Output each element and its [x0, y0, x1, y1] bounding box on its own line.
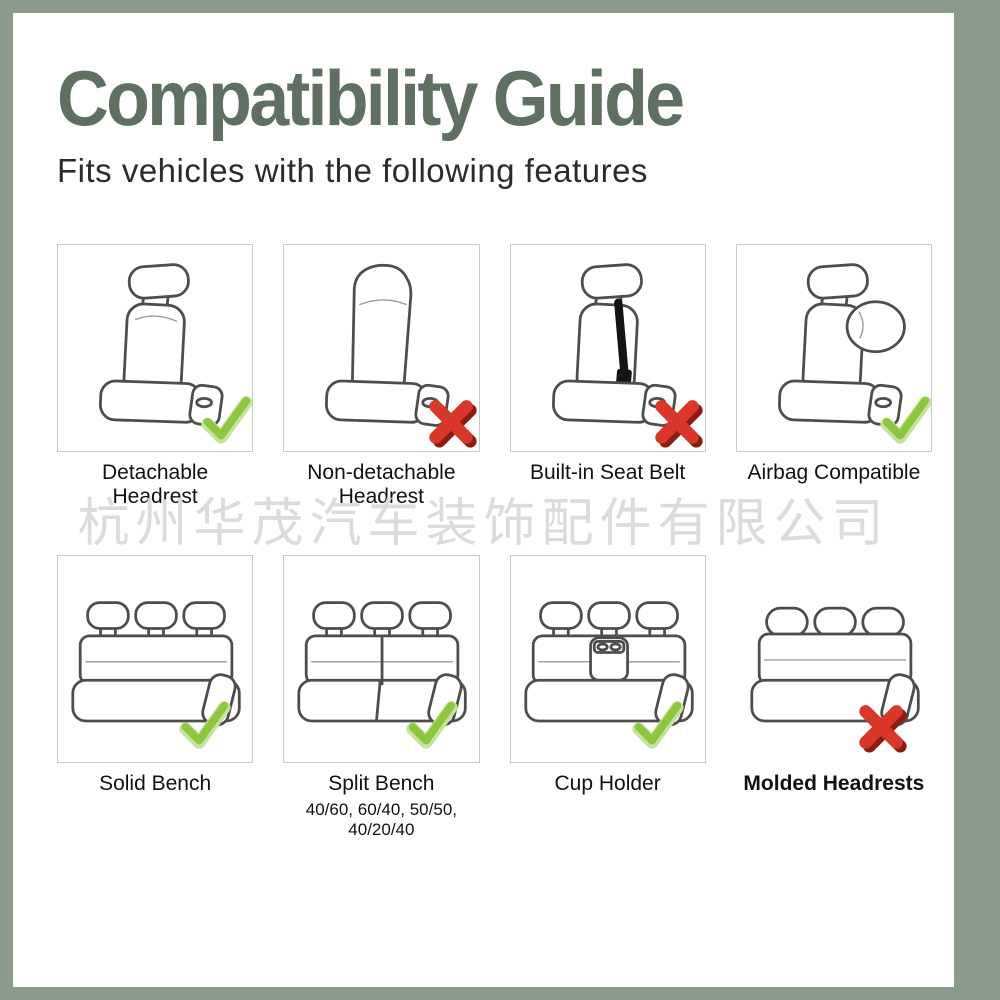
- split-bench-seat-icon: [297, 601, 467, 727]
- check-icon: [880, 396, 932, 444]
- tile-label: Non-detachable Headrest: [307, 461, 456, 508]
- seat-illustration-box: [735, 244, 932, 452]
- check-icon: [201, 396, 253, 444]
- tile-airbag-compatible: Airbag Compatible: [735, 244, 932, 509]
- check-icon: [179, 701, 231, 749]
- compatibility-grid-row2: Solid Bench: [57, 555, 932, 840]
- seat-illustration-box: [57, 244, 254, 452]
- tile-label: Split Bench: [328, 772, 435, 795]
- tile-built-in-seat-belt: Built-in Seat Belt: [509, 244, 706, 509]
- cross-icon: [655, 400, 703, 448]
- seat-illustration-box: [509, 244, 706, 452]
- seat-illustration-box: [283, 555, 480, 763]
- tile-non-detachable-headrest: Non-detachable Headrest: [283, 244, 480, 509]
- cross-icon: [859, 705, 907, 753]
- built-in-seat-belt-seat-icon: [551, 263, 677, 427]
- check-icon: [405, 701, 458, 749]
- molded-headrests-bench-seat-icon: [750, 606, 920, 727]
- tile-molded-headrests: Molded Headrests: [735, 555, 932, 840]
- page-subtitle: Fits vehicles with the following feature…: [57, 152, 648, 189]
- cross-icon: [428, 400, 477, 448]
- tile-label: Built-in Seat Belt: [530, 461, 686, 484]
- tile-split-bench: Split Bench 40/60, 60/40, 50/50, 40/20/4…: [283, 555, 480, 840]
- detachable-headrest-seat-icon: [99, 263, 224, 427]
- tile-label: Detachable Headrest: [102, 461, 209, 508]
- tile-label: Molded Headrests: [743, 772, 925, 795]
- tile-sublabel: 40/60, 60/40, 50/50, 40/20/40: [305, 800, 457, 839]
- check-icon: [632, 701, 684, 749]
- seat-illustration-box: [57, 555, 254, 763]
- tile-label: Cup Holder: [554, 772, 661, 795]
- seat-illustration-box: [735, 555, 932, 763]
- guide-panel: Compatibility Guide Fits vehicles with t…: [13, 13, 954, 987]
- page-title: Compatibility Guide: [57, 54, 685, 142]
- tile-detachable-headrest: Detachable Headrest: [57, 244, 254, 509]
- tile-solid-bench: Solid Bench: [57, 555, 254, 840]
- seat-illustration-box: [509, 555, 706, 763]
- seat-illustration-box: [283, 244, 480, 452]
- tile-cup-holder: Cup Holder: [509, 555, 706, 840]
- tile-label: Solid Bench: [99, 772, 212, 795]
- tile-label: Airbag Compatible: [747, 461, 921, 484]
- airbag-compatible-seat-icon: [777, 263, 906, 427]
- compatibility-grid-row1: Detachable Headrest: [57, 244, 932, 509]
- cup-holder-bench-seat-icon: [523, 601, 694, 727]
